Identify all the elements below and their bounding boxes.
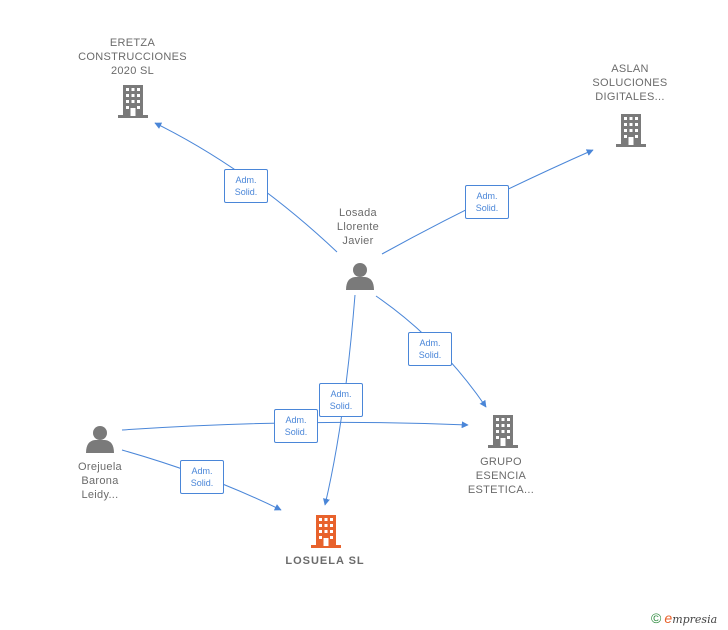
- edge-label-losada-aslan[interactable]: Adm. Solid.: [465, 185, 509, 219]
- person-label-orejuela[interactable]: Orejuela Barona Leidy...: [78, 461, 122, 501]
- person-icon[interactable]: [346, 263, 374, 290]
- brand-name: mpresia: [672, 613, 718, 626]
- copyright-icon: ©: [651, 610, 662, 626]
- footer-brand: © empresia: [651, 610, 717, 626]
- company-label-losuela[interactable]: LOSUELA SL: [285, 555, 365, 567]
- building-icon[interactable]: [616, 114, 646, 147]
- edge-label-orejuela-losuela[interactable]: Adm. Solid.: [180, 460, 224, 494]
- edge-label-orejuela-grupo[interactable]: Adm. Solid.: [274, 409, 318, 443]
- edge-label-losada-eretza[interactable]: Adm. Solid.: [224, 169, 268, 203]
- company-label-grupo[interactable]: GRUPO ESENCIA ESTETICA...: [467, 456, 535, 496]
- building-icon[interactable]: [488, 415, 518, 448]
- person-icon[interactable]: [86, 426, 114, 453]
- edge-label-losada-grupo[interactable]: Adm. Solid.: [408, 332, 452, 366]
- building-icon-main[interactable]: [311, 515, 341, 548]
- brand-logo-e: e: [664, 610, 673, 626]
- building-icon[interactable]: [118, 85, 148, 118]
- company-label-eretza[interactable]: ERETZA CONSTRUCCIONES 2020 SL: [78, 37, 187, 77]
- person-label-losada[interactable]: Losada Llorente Javier: [336, 207, 380, 247]
- edge-label-losada-losuela[interactable]: Adm. Solid.: [319, 383, 363, 417]
- company-label-aslan[interactable]: ASLAN SOLUCIONES DIGITALES...: [592, 63, 668, 103]
